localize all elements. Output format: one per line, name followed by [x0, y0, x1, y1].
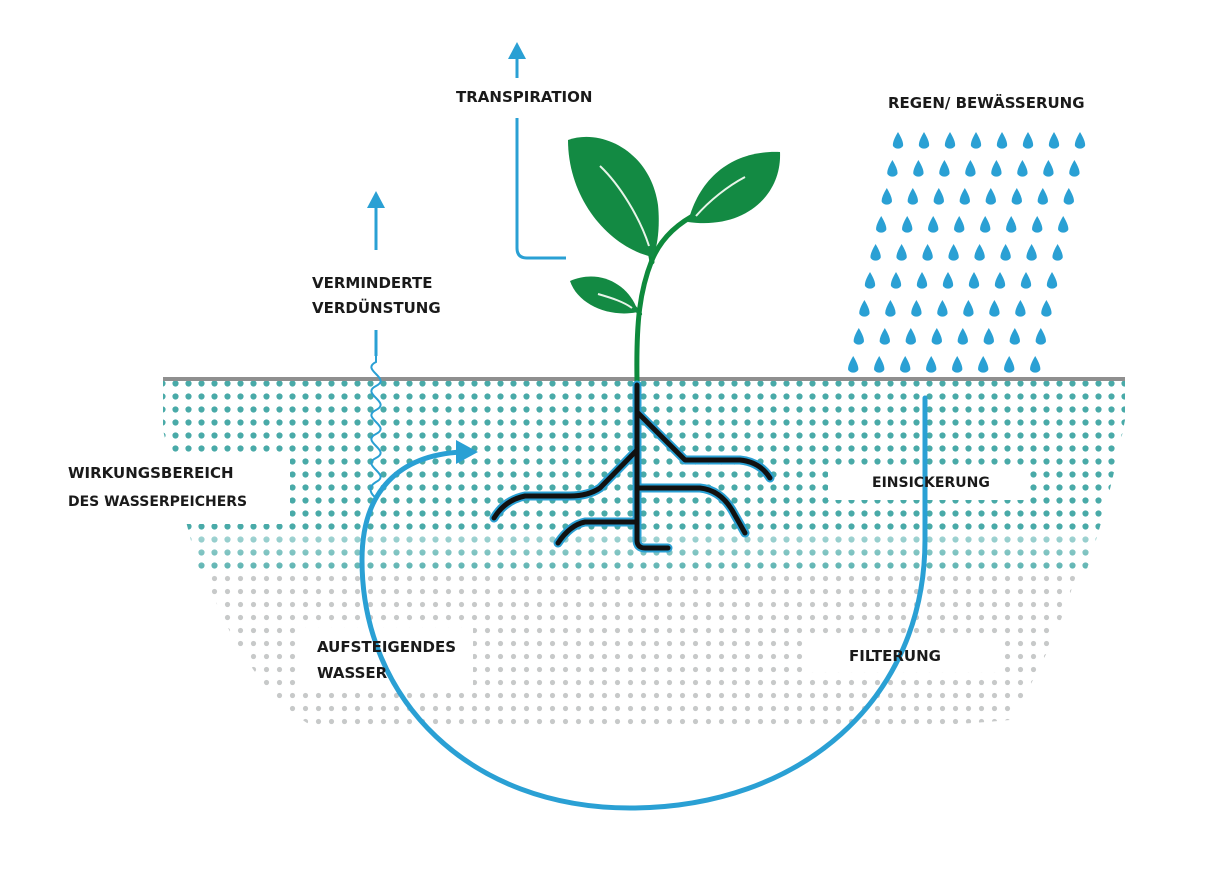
arrow-up-icon: [508, 42, 526, 59]
arrow-up-icon: [367, 191, 385, 208]
raindrop-icon: [985, 188, 996, 205]
rising-label-line2: WASSER: [317, 664, 388, 682]
raindrop-icon: [989, 300, 1000, 317]
raindrop-icon: [1048, 132, 1060, 149]
raindrop-icon: [848, 356, 859, 373]
raindrop-icon: [896, 244, 907, 261]
raindrop-icon: [1017, 160, 1028, 177]
raindrop-icon: [900, 356, 911, 373]
raindrop-icon: [1043, 160, 1054, 177]
transpiration-label: TRANSPIRATION: [456, 88, 593, 106]
raindrop-icon: [983, 328, 994, 345]
soil-upper-region: [163, 379, 1125, 575]
raindrop-icon: [853, 328, 864, 345]
raindrop-icon: [1046, 272, 1058, 289]
raindrop-icon: [933, 188, 944, 205]
raindrop-icon: [911, 300, 922, 317]
transpiration-line: [515, 58, 566, 260]
rain-drops: [848, 132, 1086, 373]
raindrop-icon: [1037, 188, 1048, 205]
raindrop-icon: [928, 216, 939, 233]
raindrop-icon: [887, 160, 898, 177]
evaporation-label-line1: VERMINDERTE: [312, 274, 433, 292]
raindrop-icon: [1022, 132, 1034, 149]
raindrop-icon: [1006, 216, 1017, 233]
leaf-large-right: [688, 151, 781, 224]
raindrop-icon: [1030, 356, 1041, 373]
raindrop-icon: [916, 272, 928, 289]
raindrop-icon: [1058, 216, 1069, 233]
raindrop-icon: [1020, 272, 1032, 289]
rain-label: REGEN/ BEWÄSSERUNG: [888, 94, 1085, 112]
raindrop-icon: [996, 132, 1008, 149]
storage-label-line1: WIRKUNGSBEREICH: [68, 464, 234, 482]
raindrop-icon: [874, 356, 885, 373]
raindrop-icon: [870, 244, 881, 261]
raindrop-icon: [952, 356, 963, 373]
raindrop-icon: [1074, 132, 1086, 149]
leaf-large-left: [568, 136, 659, 257]
raindrop-icon: [907, 188, 918, 205]
raindrop-icon: [957, 328, 968, 345]
raindrop-icon: [978, 356, 989, 373]
raindrop-icon: [944, 132, 956, 149]
arrow-right-icon: [456, 440, 478, 464]
raindrop-icon: [1041, 300, 1052, 317]
raindrop-icon: [948, 244, 959, 261]
raindrop-icon: [890, 272, 902, 289]
rising-label-line1: AUFSTEIGENDES: [317, 638, 457, 656]
raindrop-icon: [1032, 216, 1043, 233]
raindrop-icon: [954, 216, 965, 233]
raindrop-icon: [926, 356, 937, 373]
evaporation-wave: [369, 355, 382, 499]
raindrop-icon: [974, 244, 985, 261]
raindrop-icon: [968, 272, 980, 289]
raindrop-icon: [879, 328, 890, 345]
water-cycle-loop: [359, 395, 928, 811]
raindrop-icon: [859, 300, 870, 317]
raindrop-icon: [937, 300, 948, 317]
raindrop-icon: [913, 160, 924, 177]
raindrop-icon: [994, 272, 1006, 289]
raindrop-icon: [885, 300, 896, 317]
raindrop-icon: [965, 160, 976, 177]
raindrop-icon: [959, 188, 970, 205]
raindrop-icon: [905, 328, 916, 345]
plant-roots: [489, 380, 775, 553]
raindrop-icon: [980, 216, 991, 233]
raindrop-icon: [892, 132, 904, 149]
raindrop-icon: [864, 272, 876, 289]
raindrop-icon: [902, 216, 913, 233]
raindrop-icon: [1004, 356, 1015, 373]
raindrop-icon: [1000, 244, 1011, 261]
raindrop-icon: [918, 132, 930, 149]
raindrop-icon: [1035, 328, 1046, 345]
raindrop-icon: [942, 272, 954, 289]
storage-label-line2: DES WASSERPEICHERS: [68, 494, 248, 510]
raindrop-icon: [963, 300, 974, 317]
evaporation-label-line2: VERDÜNSTUNG: [312, 299, 441, 317]
filtering-label: FILTERUNG: [849, 647, 941, 665]
raindrop-icon: [970, 132, 982, 149]
raindrop-icon: [1063, 188, 1074, 205]
raindrop-icon: [922, 244, 933, 261]
raindrop-icon: [991, 160, 1002, 177]
raindrop-icon: [876, 216, 887, 233]
raindrop-icon: [1069, 160, 1080, 177]
infiltration-label: EINSICKERUNG: [872, 475, 990, 491]
raindrop-icon: [881, 188, 892, 205]
raindrop-icon: [1011, 188, 1022, 205]
raindrop-icon: [1009, 328, 1020, 345]
raindrop-icon: [1052, 244, 1063, 261]
raindrop-icon: [931, 328, 942, 345]
raindrop-icon: [1026, 244, 1037, 261]
raindrop-icon: [939, 160, 950, 177]
raindrop-icon: [1015, 300, 1026, 317]
